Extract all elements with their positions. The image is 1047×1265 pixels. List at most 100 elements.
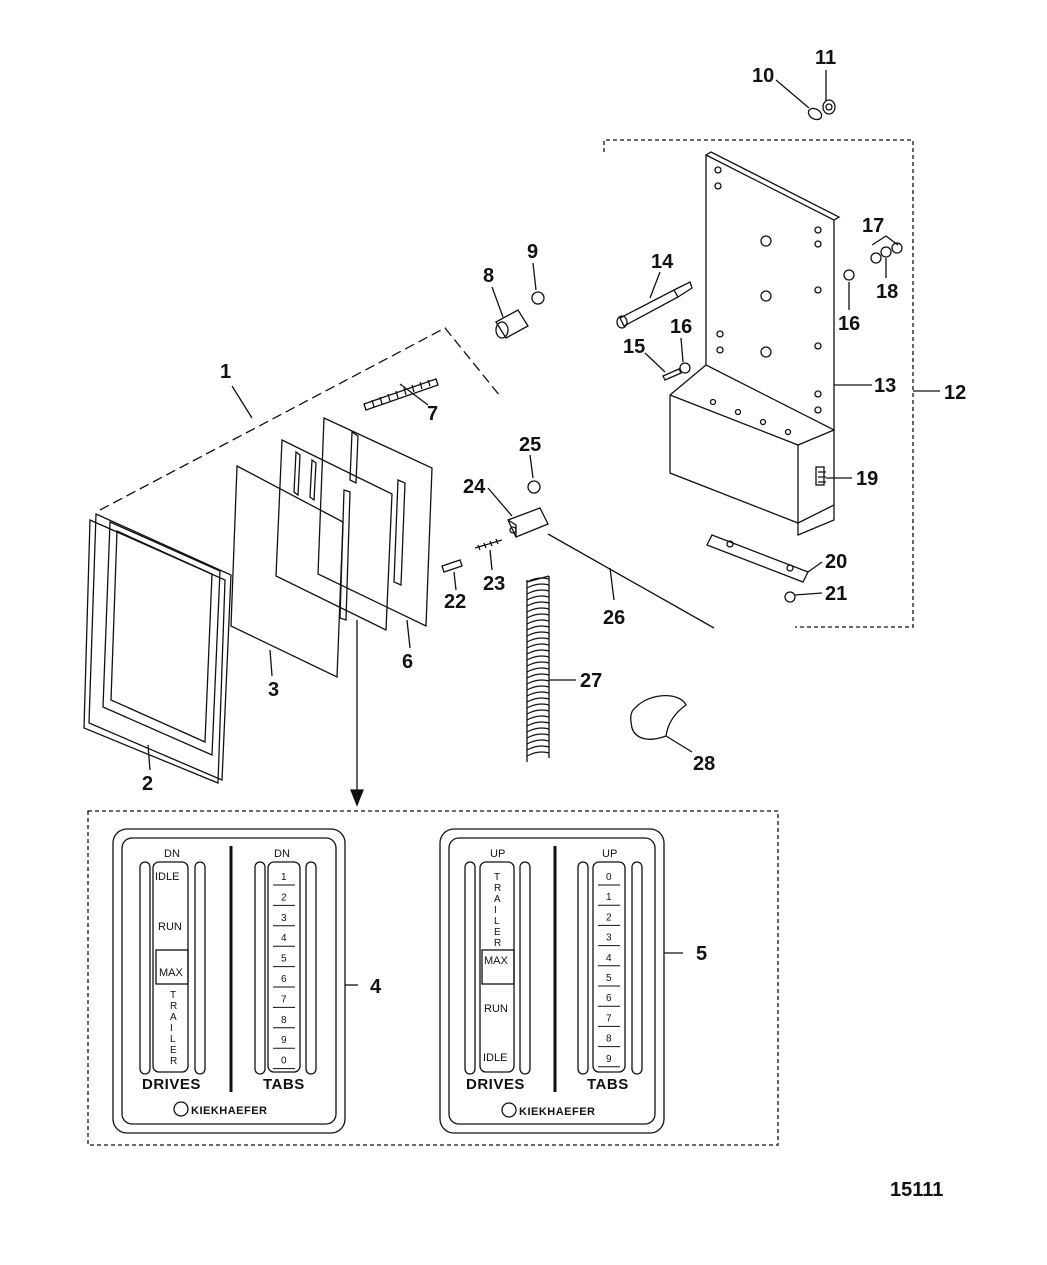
label-max: MAX [159,967,184,979]
trailer-letter: I [494,905,497,916]
spring-coil [526,679,550,685]
label-idle: IDLE [483,1052,507,1064]
spring-coil [526,667,550,673]
tab-scale-number: 0 [606,872,612,883]
callout-28: 28 [693,753,715,775]
spring-coil [526,595,550,601]
washers-10-11 [807,99,836,121]
callout-20: 20 [825,551,847,573]
tab-scale-number: 9 [281,1035,287,1046]
callout-19: 19 [856,468,878,490]
callout-11: 11 [815,47,836,69]
drives-label: DRIVES [466,1076,525,1093]
callout-14: 14 [651,251,674,273]
tab-scale-number: 9 [606,1054,612,1065]
callout-24: 24 [463,476,486,498]
lens-3 [230,464,344,679]
spring-coil [526,589,550,595]
callout-4: 4 [370,976,382,998]
drives-slider-knob [155,949,189,985]
trailer-letter: A [170,1012,177,1023]
spring-coil [526,751,550,757]
spring-coil [526,637,550,643]
trailer-letter: I [170,1023,173,1034]
trailer-letter: T [494,872,500,883]
callout-12: 12 [944,382,966,404]
tab-scale-number: 3 [606,933,612,944]
bezel-2 [83,513,232,784]
spring-coil [526,709,550,715]
nut-25 [527,480,541,494]
trailer-letter: R [170,1001,177,1012]
spring-coil [526,721,550,727]
spring-coil [526,703,550,709]
tab-scale-number: 4 [281,933,287,944]
brand-logo-icon [501,1102,517,1118]
trailer-letter: R [170,1056,177,1067]
spring-coil [526,619,550,625]
trailer-letter: R [494,938,501,949]
spring-coil [526,661,550,667]
callout-26: 26 [603,607,625,629]
spring-27-coils [526,577,550,757]
callout-16-left: 16 [670,316,692,338]
tab-scale-number: 6 [606,993,612,1004]
callout-13: 13 [874,375,896,397]
tab-scale-number: 5 [281,954,287,965]
drives-header: DN [164,848,180,860]
drawing-number: 15111 [890,1179,943,1201]
screw-15 [662,368,682,381]
callout-18: 18 [876,281,898,303]
indicator-panel-up [439,828,665,1134]
spring-coil [526,649,550,655]
spring-coil [526,601,550,607]
spring-coil [526,655,550,661]
trailer-letter: L [494,916,500,927]
brand-name: KIEKHAEFER [191,1105,268,1117]
tab-scale-number: 4 [606,953,612,964]
tab-scale-number: 0 [281,1056,287,1067]
drives-label: DRIVES [142,1076,201,1093]
nut-21 [784,591,796,603]
tab-scale-number: 2 [281,892,287,903]
label-run: RUN [484,1003,508,1015]
drives-slider-knob [481,949,515,985]
tab-scale-number: 7 [606,1013,612,1024]
brand-name: KIEKHAEFER [519,1106,596,1118]
spring-coil [526,745,550,751]
callout-5: 5 [696,943,707,965]
callout-23: 23 [483,573,505,595]
tabs-header: UP [602,848,617,860]
tabs-header: DN [274,848,290,860]
callout-10: 10 [752,65,774,87]
trailer-letter: E [494,927,501,938]
tab-scale-number: 3 [281,913,287,924]
housing-outline-1 [99,327,501,511]
callout-2: 2 [142,773,153,795]
callout-16-right: 16 [838,313,860,335]
tabs-label: TABS [263,1076,305,1093]
tab-scale-number: 8 [606,1034,612,1045]
spring-coil [526,733,550,739]
spring-coil [526,607,550,613]
callout-9: 9 [527,241,538,263]
nut-washer-17-18 [870,242,903,264]
trailer-letter: R [494,883,501,894]
spring-coil [526,625,550,631]
tab-scale-number: 2 [606,912,612,923]
spring-coil [526,643,550,649]
plate-20 [706,534,809,583]
label-max: MAX [484,955,509,967]
indicator-panels-dashed-box [87,810,779,1146]
pin-22 [441,559,463,573]
callout-1: 1 [220,361,231,383]
callout-17: 17 [862,215,884,237]
screw-19 [815,466,826,486]
